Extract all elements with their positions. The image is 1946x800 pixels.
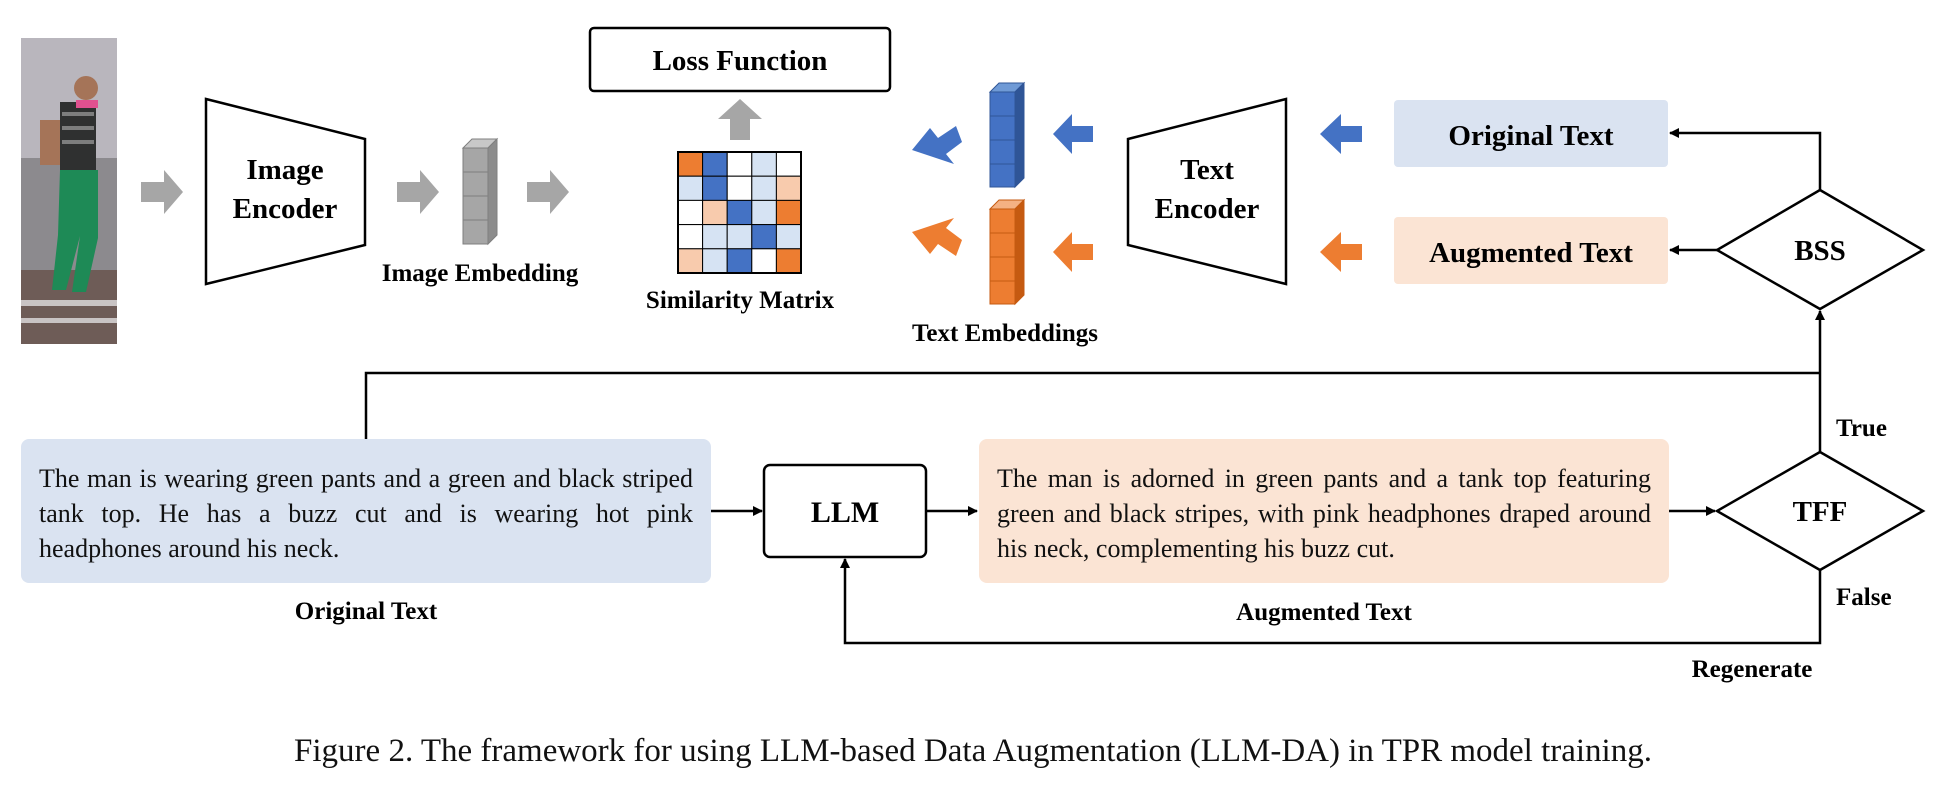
text-embeddings-label: Text Embeddings bbox=[912, 320, 1098, 347]
matrix-cell bbox=[726, 248, 753, 274]
encoder-to-embedding-arrow bbox=[397, 170, 439, 214]
matrix-cell bbox=[677, 199, 704, 226]
person-photo bbox=[21, 38, 117, 344]
bss-to-original-connector bbox=[1669, 128, 1822, 190]
blue-text-embedding-stack bbox=[988, 81, 1026, 189]
orange-text-embedding-stack bbox=[988, 198, 1026, 306]
image-encoder-label-2: Encoder bbox=[233, 193, 338, 225]
matrix-to-loss-arrow bbox=[718, 99, 762, 140]
original-text-caption: Original Text bbox=[295, 598, 438, 625]
loss-function-box bbox=[588, 26, 892, 93]
encoder-to-orange-embedding-arrow bbox=[1053, 232, 1093, 272]
matrix-cell bbox=[726, 199, 753, 226]
matrix-cell bbox=[751, 199, 777, 226]
matrix-cell bbox=[751, 248, 777, 274]
augmented-text-node bbox=[1394, 217, 1668, 284]
matrix-cell bbox=[726, 151, 753, 177]
matrix-cell bbox=[702, 199, 728, 226]
image-encoder-label-1: Image bbox=[246, 154, 323, 186]
augmented-to-encoder-arrow bbox=[1320, 232, 1362, 272]
text-encoder-label-1: Text bbox=[1180, 154, 1234, 186]
matrix-cell bbox=[751, 151, 777, 177]
bss-label: BSS bbox=[1794, 235, 1846, 267]
original-text-box: The man is wearing green pants and a gre… bbox=[21, 439, 711, 583]
matrix-cell bbox=[726, 175, 753, 201]
image-encoder-shape bbox=[204, 97, 367, 286]
matrix-cell bbox=[775, 199, 802, 226]
matrix-cell bbox=[677, 151, 704, 177]
original-text-node-label: Original Text bbox=[1448, 120, 1614, 152]
true-label: True bbox=[1836, 415, 1887, 442]
augmented-text-caption: Augmented Text bbox=[1236, 599, 1412, 626]
matrix-cell bbox=[702, 151, 728, 177]
image-to-encoder-arrow bbox=[141, 170, 183, 214]
original-to-encoder-arrow bbox=[1320, 114, 1362, 154]
matrix-cell bbox=[677, 224, 704, 250]
similarity-matrix bbox=[677, 151, 802, 274]
matrix-cell bbox=[702, 175, 728, 201]
matrix-cell bbox=[726, 224, 753, 250]
similarity-matrix-label: Similarity Matrix bbox=[646, 287, 835, 314]
text-encoder-label-2: Encoder bbox=[1155, 193, 1260, 225]
llm-label: LLM bbox=[811, 496, 879, 529]
matrix-cell bbox=[775, 151, 802, 177]
matrix-cell bbox=[751, 224, 777, 250]
encoder-to-blue-embedding-arrow bbox=[1053, 114, 1093, 154]
blue-output-arrow bbox=[912, 126, 962, 164]
original-to-bss-connector bbox=[364, 371, 1820, 439]
original-text-content: The man is wearing green pants and a gre… bbox=[39, 464, 693, 563]
embedding-to-matrix-arrow bbox=[527, 170, 569, 214]
matrix-cell bbox=[775, 175, 802, 201]
matrix-cell bbox=[677, 248, 704, 274]
matrix-cell bbox=[702, 224, 728, 250]
original-text-node bbox=[1394, 100, 1668, 167]
matrix-cell bbox=[751, 175, 777, 201]
loss-function-label: Loss Function bbox=[653, 45, 828, 77]
matrix-cell bbox=[775, 248, 802, 274]
image-embedding-label: Image Embedding bbox=[382, 260, 579, 287]
figure-caption: Figure 2. The framework for using LLM-ba… bbox=[294, 733, 1652, 769]
matrix-cell bbox=[702, 248, 728, 274]
augmented-text-content: The man is adorned in green pants and a … bbox=[997, 464, 1651, 563]
orange-output-arrow bbox=[912, 218, 962, 256]
matrix-cell bbox=[775, 224, 802, 250]
matrix-cell bbox=[677, 175, 704, 201]
augmented-text-node-label: Augmented Text bbox=[1429, 237, 1633, 269]
false-label: False bbox=[1836, 584, 1892, 611]
regenerate-label: Regenerate bbox=[1692, 656, 1813, 683]
tff-label: TFF bbox=[1793, 496, 1848, 528]
augmented-text-box: The man is adorned in green pants and a … bbox=[979, 439, 1669, 583]
tff-false-regenerate-connector bbox=[840, 558, 1822, 645]
bss-diamond bbox=[1714, 188, 1926, 311]
text-encoder-shape bbox=[1126, 97, 1288, 286]
image-embedding-stack bbox=[461, 137, 499, 246]
